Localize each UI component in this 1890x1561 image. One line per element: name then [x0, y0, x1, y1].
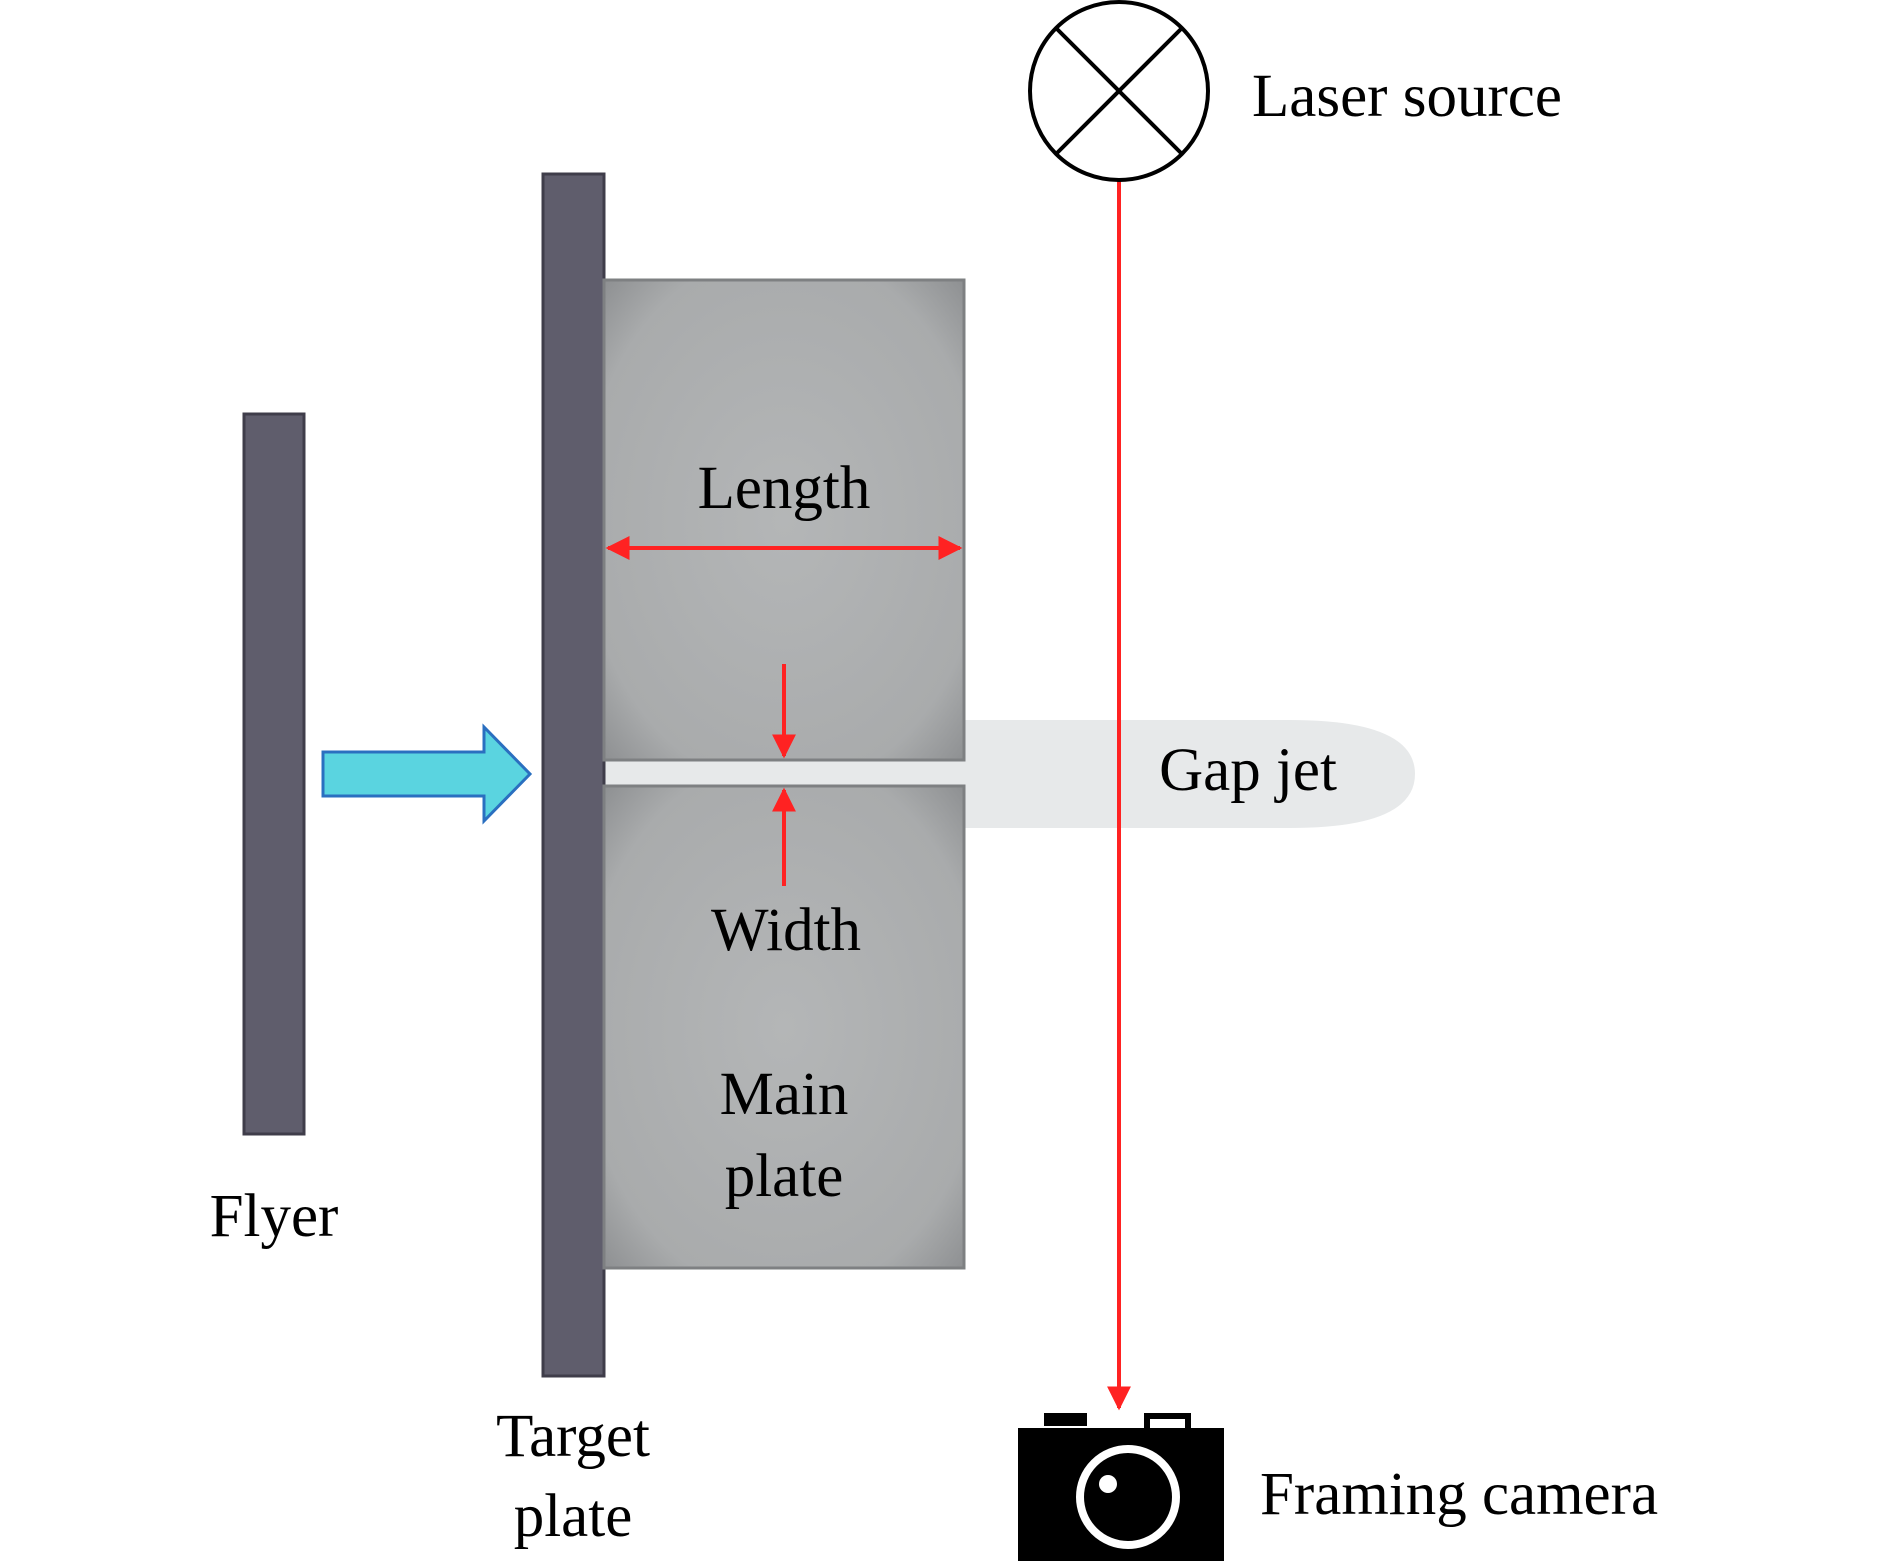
length-label: Length	[698, 455, 871, 522]
gap-jet-label: Gap jet	[1159, 737, 1337, 804]
camera-icon	[1018, 1413, 1224, 1561]
main-plate-label-line1: Main	[720, 1061, 849, 1128]
circle-cross-icon	[1028, 0, 1210, 182]
width-label: Width	[711, 897, 861, 964]
target-plate	[541, 172, 606, 1378]
laser-source-label: Laser source	[1252, 63, 1562, 130]
target-plate-label-line1: Target	[496, 1403, 650, 1470]
gap-jet-shape	[960, 720, 1415, 828]
main-plate-label-line2: plate	[725, 1143, 844, 1210]
gap-channel	[604, 760, 964, 786]
target-plate-label-line2: plate	[514, 1483, 633, 1550]
framing-camera-label: Framing camera	[1260, 1461, 1658, 1528]
arrow-right-icon	[321, 723, 533, 825]
flyer-plate	[242, 412, 306, 1136]
flyer-label: Flyer	[210, 1183, 339, 1250]
